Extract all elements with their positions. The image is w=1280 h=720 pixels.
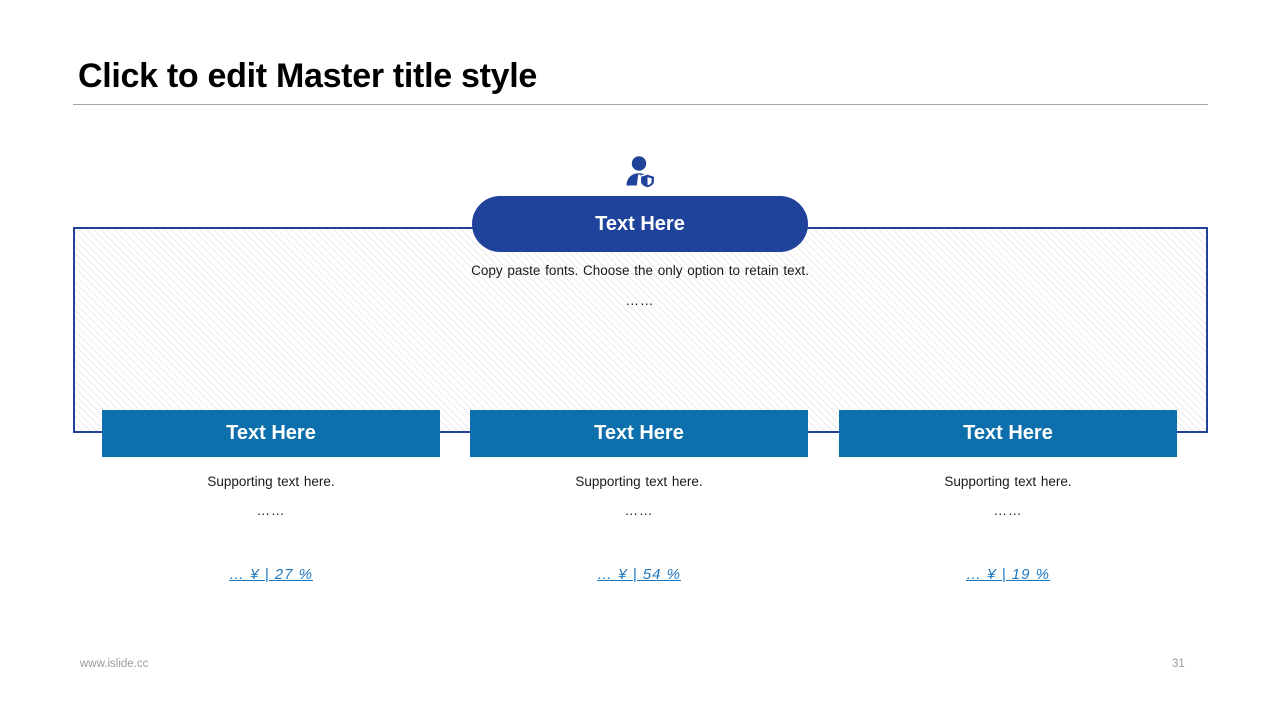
column-3-header[interactable]: Text Here <box>839 410 1177 457</box>
column-2-dots: …… <box>624 503 654 518</box>
column-1-link[interactable]: … ¥ | 27 % <box>229 566 313 583</box>
column-3: Text Here Supporting text here. …… … ¥ |… <box>839 410 1177 584</box>
column-3-link-wrap: … ¥ | 19 % <box>839 566 1177 584</box>
column-2-header[interactable]: Text Here <box>470 410 808 457</box>
column-2-support-text: Supporting text here. <box>575 474 703 489</box>
column-3-support-text: Supporting text here. <box>944 474 1072 489</box>
column-1-support-text: Supporting text here. <box>207 474 335 489</box>
footer-url: www.islide.cc <box>80 658 149 670</box>
column-2: Text Here Supporting text here. …… … ¥ |… <box>470 410 808 584</box>
hero-body: Copy paste fonts. Choose the only option… <box>340 263 940 308</box>
page-number: 31 <box>1172 658 1185 670</box>
column-2-link[interactable]: … ¥ | 54 % <box>597 566 681 583</box>
hero-pill-label: Text Here <box>595 212 685 235</box>
column-2-header-label: Text Here <box>594 422 684 444</box>
user-shield-icon <box>619 152 661 194</box>
column-2-link-wrap: … ¥ | 54 % <box>470 566 808 584</box>
column-1-link-wrap: … ¥ | 27 % <box>102 566 440 584</box>
title-divider <box>73 104 1208 105</box>
column-3-dots: …… <box>993 503 1023 518</box>
column-3-header-label: Text Here <box>963 422 1053 444</box>
column-1-header-label: Text Here <box>226 422 316 444</box>
column-1: Text Here Supporting text here. …… … ¥ |… <box>102 410 440 584</box>
columns-group: Text Here Supporting text here. …… … ¥ |… <box>0 410 1280 640</box>
column-1-header[interactable]: Text Here <box>102 410 440 457</box>
hero-body-line1: Copy paste fonts. Choose the only option… <box>471 263 809 278</box>
column-1-dots: …… <box>256 503 286 518</box>
hero-panel <box>73 227 1208 433</box>
page-title: Click to edit Master title style <box>78 57 537 95</box>
hero-body-line2: …… <box>625 293 655 308</box>
column-3-link[interactable]: … ¥ | 19 % <box>966 566 1050 583</box>
hero-pill-button[interactable]: Text Here <box>472 196 808 252</box>
